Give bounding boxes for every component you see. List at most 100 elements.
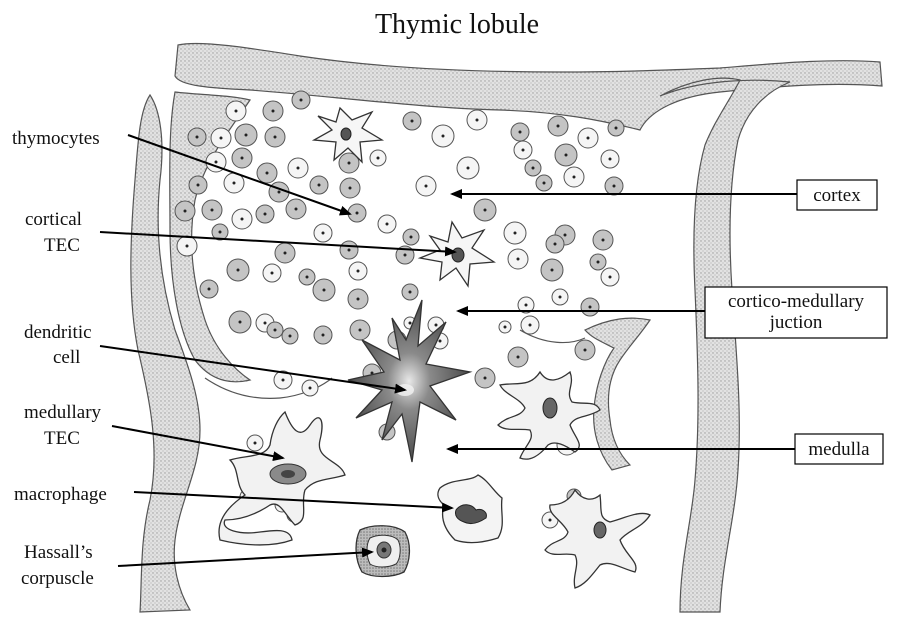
thymocyte-nucleus bbox=[532, 167, 535, 170]
macrophage-cell bbox=[438, 475, 502, 543]
thymocyte-nucleus bbox=[551, 269, 554, 272]
thymocyte-nucleus bbox=[318, 184, 321, 187]
label-dendritic-cell-line2: cell bbox=[53, 347, 80, 368]
thymocyte-nucleus bbox=[404, 254, 407, 257]
medullary-tec-right-upper bbox=[498, 372, 600, 459]
thymocyte-nucleus bbox=[565, 154, 568, 157]
medullary-tec-right-lower bbox=[545, 490, 650, 588]
thymocyte-nucleus bbox=[584, 349, 587, 352]
thymocyte-nucleus bbox=[235, 110, 238, 113]
thymocyte-nucleus bbox=[197, 184, 200, 187]
thymocyte-nucleus bbox=[484, 377, 487, 380]
thymocyte-nucleus bbox=[274, 136, 277, 139]
thymocyte-nucleus bbox=[300, 99, 303, 102]
thymocyte-nucleus bbox=[411, 120, 414, 123]
label-hassalls-line1: Hassall’s bbox=[24, 542, 93, 563]
thymocyte-nucleus bbox=[272, 110, 275, 113]
thymocyte-nucleus bbox=[245, 134, 248, 137]
thymocyte-nucleus bbox=[602, 239, 605, 242]
thymocyte-nucleus bbox=[309, 387, 312, 390]
thymocyte-nucleus bbox=[348, 162, 351, 165]
label-medullary-tec-line1: medullary bbox=[24, 402, 102, 423]
label-box-cortico-medullary: cortico-medullary juction bbox=[705, 287, 887, 338]
thymocyte-nucleus bbox=[186, 245, 189, 248]
label-thymocytes: thymocytes bbox=[12, 128, 100, 149]
thymocyte-nucleus bbox=[282, 379, 285, 382]
thymocyte-nucleus bbox=[377, 157, 380, 160]
thymocyte-nucleus bbox=[597, 261, 600, 264]
medullary-tec-left bbox=[219, 412, 345, 545]
thymocyte-nucleus bbox=[323, 289, 326, 292]
thymocyte-nucleus bbox=[306, 276, 309, 279]
thymocyte-nucleus bbox=[517, 356, 520, 359]
thymocyte-nucleus bbox=[522, 149, 525, 152]
label-cortical-tec-line2: TEC bbox=[44, 235, 80, 256]
thymocyte-nucleus bbox=[357, 298, 360, 301]
medullary-tec-shape bbox=[545, 490, 650, 588]
thymocyte-nucleus bbox=[322, 334, 325, 337]
thymocyte-nucleus bbox=[184, 210, 187, 213]
thymocyte-nucleus bbox=[442, 135, 445, 138]
thymocyte-nucleus bbox=[467, 167, 470, 170]
label-macrophage: macrophage bbox=[14, 484, 107, 505]
cortical-tec-nucleus bbox=[452, 248, 464, 262]
septum-right bbox=[660, 78, 790, 612]
thymocyte-nucleus bbox=[356, 212, 359, 215]
thymocyte-nucleus bbox=[504, 326, 507, 329]
thymocyte-nucleus bbox=[266, 172, 269, 175]
label-cmj-line1: cortico-medullary bbox=[728, 291, 865, 312]
hassalls-center bbox=[382, 548, 387, 553]
thymocyte-nucleus bbox=[514, 232, 517, 235]
thymocyte-nucleus bbox=[525, 304, 528, 307]
thymocyte-nucleus bbox=[349, 187, 352, 190]
thymocyte-nucleus bbox=[589, 306, 592, 309]
thymocyte-nucleus bbox=[549, 519, 552, 522]
thymocyte-nucleus bbox=[348, 249, 351, 252]
thymocyte-nucleus bbox=[435, 324, 438, 327]
thymocyte-nucleus bbox=[386, 223, 389, 226]
thymocyte-nucleus bbox=[233, 182, 236, 185]
hassalls-corpuscle bbox=[356, 526, 409, 577]
thymocyte-nucleus bbox=[543, 182, 546, 185]
cortical-tec-middle bbox=[420, 222, 494, 286]
thymocyte-nucleus bbox=[564, 234, 567, 237]
thymocyte-nucleus bbox=[609, 158, 612, 161]
medullary-tec-nucleus bbox=[594, 522, 606, 538]
diagram-title: Thymic lobule bbox=[375, 9, 539, 40]
thymocyte-nucleus bbox=[254, 442, 257, 445]
thymocyte-nucleus bbox=[322, 232, 325, 235]
arrow-thymocytes bbox=[128, 135, 350, 214]
thymocyte-nucleus bbox=[409, 322, 412, 325]
thymocyte-nucleus bbox=[554, 243, 557, 246]
thymocyte-nucleus bbox=[211, 209, 214, 212]
thymocyte-nucleus bbox=[220, 137, 223, 140]
thymocyte-nucleus bbox=[439, 340, 442, 343]
thymocyte-nucleus bbox=[425, 185, 428, 188]
thymocyte-nucleus bbox=[278, 191, 281, 194]
medullary-tec-nucleolus bbox=[281, 470, 295, 478]
label-box-medulla: medulla bbox=[795, 434, 883, 464]
label-medulla: medulla bbox=[808, 439, 870, 460]
thymocyte-nucleus bbox=[517, 258, 520, 261]
label-cortical-tec-line1: cortical bbox=[25, 209, 82, 230]
thymocyte-nucleus bbox=[476, 119, 479, 122]
thymocyte-nucleus bbox=[208, 288, 211, 291]
thymocyte-nucleus bbox=[241, 218, 244, 221]
thymocyte-nucleus bbox=[613, 185, 616, 188]
thymocyte-nucleus bbox=[529, 324, 532, 327]
thymocyte-nucleus bbox=[241, 157, 244, 160]
thymocyte-nucleus bbox=[573, 176, 576, 179]
label-cmj-line2: juction bbox=[769, 312, 823, 333]
thymocyte-nucleus bbox=[519, 131, 522, 134]
thymocyte-nucleus bbox=[295, 208, 298, 211]
label-box-cortex: cortex bbox=[797, 180, 877, 210]
thymocyte-nucleus bbox=[237, 269, 240, 272]
left-labels: thymocytes cortical TEC dendritic cell m… bbox=[12, 128, 107, 589]
label-dendritic-cell-line1: dendritic bbox=[24, 322, 92, 343]
thymocyte-nucleus bbox=[264, 213, 267, 216]
thymocyte-nucleus bbox=[359, 329, 362, 332]
thymocyte-nucleus bbox=[289, 335, 292, 338]
thymocyte-nucleus bbox=[587, 137, 590, 140]
thymocyte-nucleus bbox=[196, 136, 199, 139]
